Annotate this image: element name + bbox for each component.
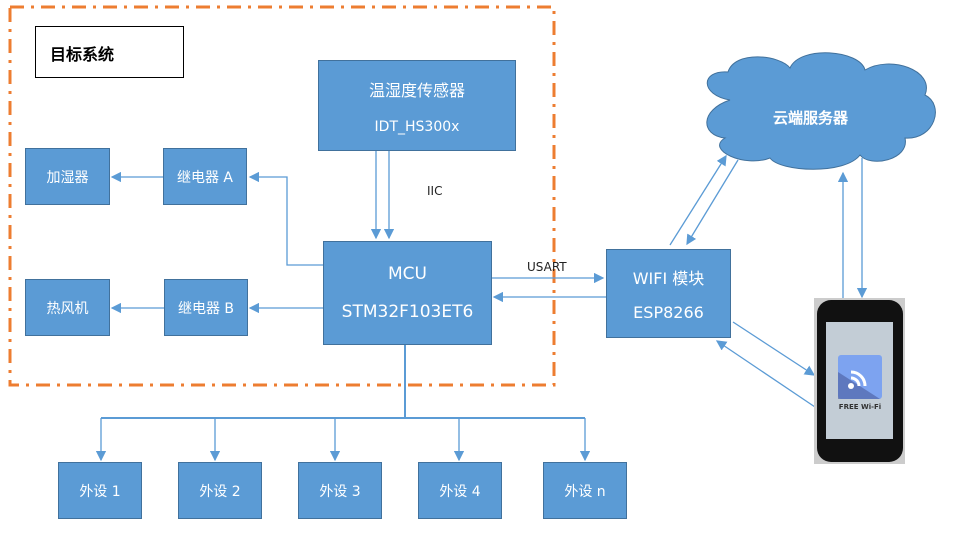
mcu-model: STM32F103ET6 — [341, 302, 474, 322]
humidifier-box: 加湿器 — [25, 148, 110, 205]
target-system-boundary — [8, 5, 556, 387]
wifi-model: ESP8266 — [633, 303, 704, 322]
sensor-box: 温湿度传感器 IDT_HS300x — [318, 60, 516, 151]
peripheral-2: 外设 2 — [178, 462, 262, 519]
usart-label: USART — [527, 260, 567, 274]
peripheral-n: 外设 n — [543, 462, 627, 519]
peripheral-label: 外设 1 — [79, 483, 121, 500]
sensor-name: 温湿度传感器 — [368, 80, 465, 100]
humidifier-label: 加湿器 — [46, 169, 89, 186]
mcu-to-relay-a — [248, 171, 323, 266]
heater-label: 热风机 — [46, 300, 89, 317]
wifi-to-phone — [732, 321, 816, 376]
phone-image: FREE Wi-Fi — [814, 298, 905, 464]
heater-box: 热风机 — [25, 279, 110, 336]
relay-a-box: 继电器 A — [163, 148, 247, 205]
wifi-to-cloud — [669, 154, 727, 246]
iic-label: IIC — [427, 184, 443, 198]
peripheral-4: 外设 4 — [418, 462, 502, 519]
wifi-module-box: WIFI 模块 ESP8266 — [606, 249, 731, 338]
wifi-name: WIFI 模块 — [632, 269, 705, 288]
mcu-box: MCU STM32F103ET6 — [323, 241, 492, 345]
cloud-server-label: 云端服务器 — [773, 109, 849, 127]
peripheral-label: 外设 2 — [199, 483, 241, 500]
cloud-to-wifi — [686, 159, 739, 246]
phone-to-wifi — [715, 340, 816, 408]
peripheral-label: 外设 4 — [439, 483, 481, 500]
peripheral-label: 外设 3 — [319, 483, 361, 500]
sensor-model: IDT_HS300x — [374, 118, 460, 135]
cloud-shape — [706, 52, 936, 170]
wifi-icon — [848, 383, 854, 389]
mcu-name: MCU — [388, 264, 427, 284]
relay-a-label: 继电器 A — [176, 169, 234, 186]
relay-b-label: 继电器 B — [177, 300, 235, 317]
phone-screen-text: FREE Wi-Fi — [839, 403, 881, 411]
peripheral-1: 外设 1 — [58, 462, 142, 519]
peripheral-label: 外设 n — [564, 483, 606, 500]
relay-b-box: 继电器 B — [164, 279, 248, 336]
target-system-label: 目标系统 — [35, 26, 184, 78]
peripheral-3: 外设 3 — [298, 462, 382, 519]
